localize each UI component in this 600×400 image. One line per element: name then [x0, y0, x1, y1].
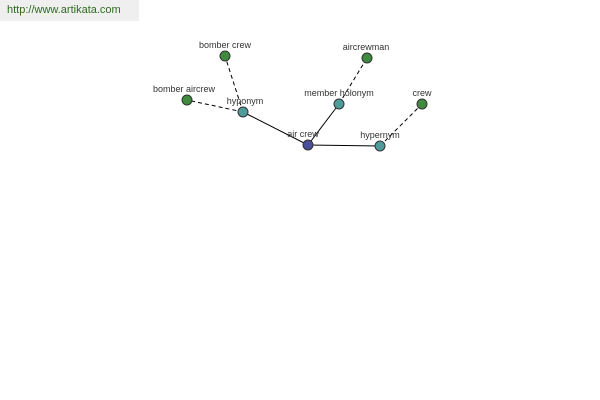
- edge-hyponym-to-bomber-crew: [224, 55, 244, 113]
- node-label-bomber-crew[interactable]: bomber crew: [199, 40, 252, 50]
- node-dot-bomber-aircrew[interactable]: [181, 94, 193, 106]
- node-dot-crew[interactable]: [416, 98, 428, 110]
- node-hypernym[interactable]: hypernym: [360, 130, 400, 152]
- edge-air-crew-to-hypernym: [307, 144, 381, 147]
- node-bomber-crew[interactable]: bomber crew: [199, 40, 252, 62]
- node-label-member-holonym[interactable]: member holonym: [304, 88, 374, 98]
- edge-air-crew-to-hyponym: [242, 111, 309, 146]
- graph-edges: [186, 55, 423, 147]
- node-dot-aircrewman[interactable]: [361, 52, 373, 64]
- node-label-air-crew[interactable]: air crew: [287, 129, 319, 139]
- node-hyponym[interactable]: hyponym: [227, 96, 264, 118]
- site-url-link[interactable]: http://www.artikata.com: [0, 0, 139, 21]
- edge-member-holonym-to-aircrewman: [338, 57, 368, 105]
- node-label-crew[interactable]: crew: [412, 88, 432, 98]
- node-label-bomber-aircrew[interactable]: bomber aircrew: [153, 84, 216, 94]
- edge-hyponym-to-bomber-aircrew: [186, 99, 244, 113]
- node-label-hyponym[interactable]: hyponym: [227, 96, 264, 106]
- node-label-hypernym[interactable]: hypernym: [360, 130, 400, 140]
- node-label-aircrewman[interactable]: aircrewman: [343, 42, 390, 52]
- node-bomber-aircrew[interactable]: bomber aircrew: [153, 84, 216, 106]
- node-dot-bomber-crew[interactable]: [219, 50, 231, 62]
- node-member-holonym[interactable]: member holonym: [304, 88, 374, 110]
- node-air-crew[interactable]: air crew: [287, 129, 319, 151]
- graph-nodes: air crew hyponym member holonym hypernym bom…: [153, 40, 432, 152]
- edge-air-crew-to-member-holonym: [307, 103, 340, 146]
- node-dot-air-crew[interactable]: [302, 139, 314, 151]
- node-dot-hypernym[interactable]: [374, 140, 386, 152]
- edge-hypernym-to-crew: [379, 103, 423, 147]
- node-crew[interactable]: crew: [412, 88, 432, 110]
- node-dot-member-holonym[interactable]: [333, 98, 345, 110]
- node-dot-hyponym[interactable]: [237, 106, 249, 118]
- node-aircrewman[interactable]: aircrewman: [343, 42, 390, 64]
